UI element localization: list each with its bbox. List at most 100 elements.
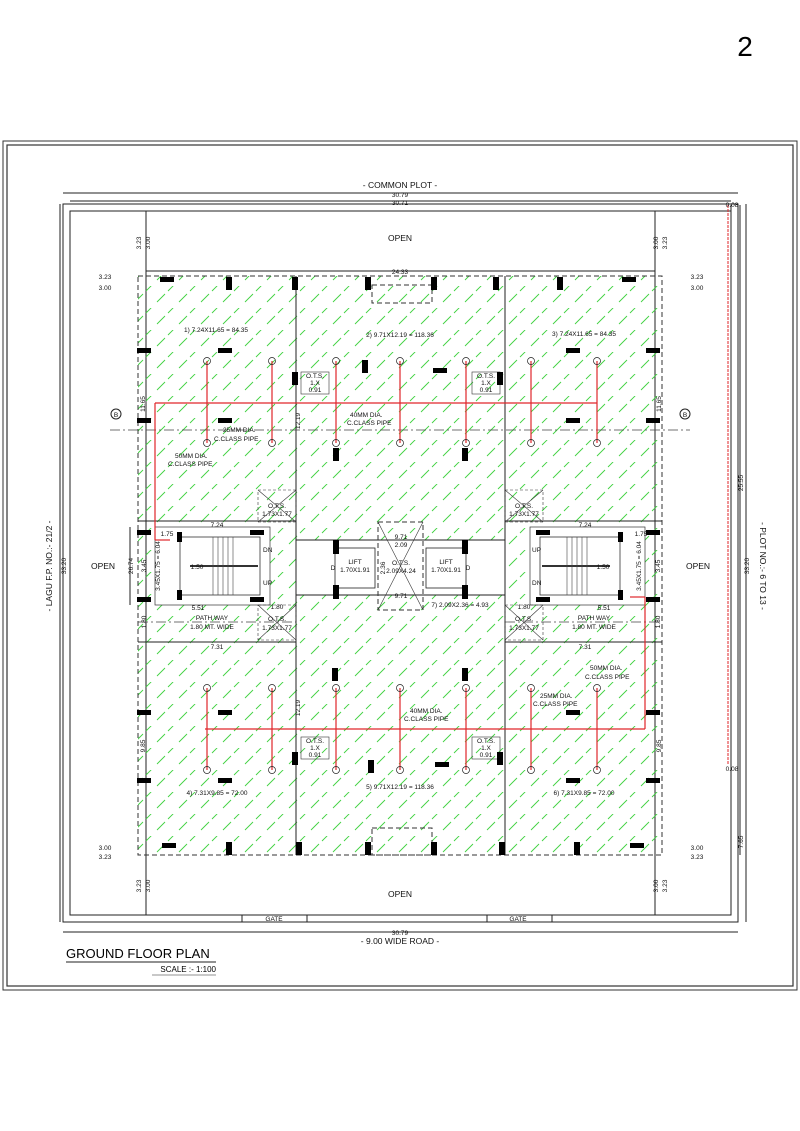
svg-text:3.00: 3.00 — [653, 236, 660, 249]
svg-text:6) 7.31X9.85 = 72.00: 6) 7.31X9.85 = 72.00 — [554, 790, 615, 797]
svg-text:30.71: 30.71 — [392, 200, 409, 207]
svg-text:11.65: 11.65 — [656, 396, 663, 412]
svg-text:1.80: 1.80 — [655, 615, 662, 628]
svg-text:DN: DN — [532, 580, 542, 587]
sheet-number: 2 — [737, 31, 753, 62]
sprinkler-head-icon — [527, 684, 535, 692]
svg-text:3.23: 3.23 — [662, 879, 669, 892]
svg-text:5) 9.71X12.19 = 118.36: 5) 9.71X12.19 = 118.36 — [366, 784, 434, 791]
svg-text:O.T.S.: O.T.S. — [477, 738, 495, 745]
sprinkler-head-icon — [332, 357, 340, 365]
grid-marker-left: B — [114, 412, 118, 419]
sprinkler-head-icon — [462, 684, 470, 692]
svg-text:O.T.S.: O.T.S. — [306, 373, 324, 380]
open-bottom-label: OPEN — [388, 889, 412, 899]
svg-text:3.00: 3.00 — [691, 845, 704, 852]
svg-text:3.45: 3.45 — [141, 559, 148, 572]
sprinkler-head-icon — [527, 766, 535, 774]
sprinkler-head-icon — [332, 684, 340, 692]
svg-text:7) 2.09X2.36 = 4.93: 7) 2.09X2.36 = 4.93 — [431, 602, 489, 609]
sprinkler-head-icon — [593, 439, 601, 447]
svg-text:3.23: 3.23 — [691, 854, 704, 861]
svg-text:3.00: 3.00 — [99, 845, 112, 852]
svg-text:2.09X4.24: 2.09X4.24 — [386, 568, 416, 575]
dimension-labels: 30.79 30.71 24.33 30.79 0.08 0.08 3.23 3… — [61, 192, 751, 937]
svg-text:3.23: 3.23 — [691, 274, 704, 281]
svg-text:DN: DN — [263, 547, 273, 554]
grid-marker-right: B — [683, 412, 687, 419]
svg-text:3.00: 3.00 — [99, 285, 112, 292]
svg-text:33.20: 33.20 — [744, 557, 751, 574]
svg-text:3.23: 3.23 — [99, 854, 112, 861]
svg-text:1.X: 1.X — [310, 380, 320, 387]
svg-text:1.80: 1.80 — [518, 604, 531, 611]
svg-text:2) 9.71X12.19 = 118.36: 2) 9.71X12.19 = 118.36 — [366, 332, 434, 339]
open-right-label: OPEN — [686, 561, 710, 571]
svg-text:1.70X1.91: 1.70X1.91 — [431, 567, 461, 574]
svg-text:C.CLASS PIPE: C.CLASS PIPE — [168, 461, 213, 468]
sprinkler-head-icon — [593, 766, 601, 774]
svg-text:33.20: 33.20 — [61, 557, 68, 574]
svg-text:C.CLASS PIPE: C.CLASS PIPE — [533, 701, 578, 708]
svg-text:4) 7.31X9.85 = 72.00: 4) 7.31X9.85 = 72.00 — [187, 790, 248, 797]
svg-text:1.X: 1.X — [481, 380, 491, 387]
svg-text:9.85: 9.85 — [656, 739, 663, 752]
east-boundary-label: - PLOT NO.:- 6 TO 13 - — [758, 522, 768, 610]
pipe-network — [154, 357, 646, 774]
svg-text:25MM DIA.: 25MM DIA. — [223, 427, 256, 434]
svg-text:O.T.S.: O.T.S. — [515, 503, 533, 510]
svg-text:C.CLASS PIPE: C.CLASS PIPE — [214, 436, 259, 443]
sprinkler-head-icon — [203, 439, 211, 447]
svg-text:1.X: 1.X — [481, 745, 491, 752]
svg-text:1.70X1.91: 1.70X1.91 — [340, 567, 370, 574]
svg-text:C.CLASS PIPE: C.CLASS PIPE — [347, 420, 392, 427]
south-boundary-label: - 9.00 WIDE ROAD - — [361, 936, 440, 946]
stair-left — [179, 536, 261, 596]
sprinkler-head-icon — [332, 766, 340, 774]
svg-text:7.24: 7.24 — [579, 522, 592, 529]
svg-text:30.79: 30.79 — [392, 930, 409, 937]
svg-text:PATH WAY: PATH WAY — [578, 615, 611, 622]
sprinkler-head-icon — [396, 684, 404, 692]
svg-text:11.65: 11.65 — [140, 396, 147, 412]
svg-text:1.X: 1.X — [310, 745, 320, 752]
svg-text:7.31: 7.31 — [579, 644, 592, 651]
lift-core — [334, 521, 467, 611]
svg-text:0.91: 0.91 — [309, 752, 322, 759]
svg-text:50MM DIA.: 50MM DIA. — [590, 665, 623, 672]
svg-text:O.T.S.: O.T.S. — [306, 738, 324, 745]
sprinkler-head-icon — [396, 439, 404, 447]
svg-text:PATH WAY: PATH WAY — [196, 615, 229, 622]
svg-text:C.CLASS PIPE: C.CLASS PIPE — [404, 716, 449, 723]
gate-left-label: GATE — [265, 916, 283, 923]
svg-text:3.00: 3.00 — [145, 236, 152, 249]
sheet-frame — [2, 140, 798, 991]
svg-text:1.80 MT. WIDE: 1.80 MT. WIDE — [572, 624, 616, 631]
svg-text:12.19: 12.19 — [295, 412, 302, 429]
sprinkler-head-icon — [332, 439, 340, 447]
svg-text:3) 7.24X11.65 = 84.35: 3) 7.24X11.65 = 84.35 — [552, 331, 616, 338]
sprinkler-head-icon — [268, 766, 276, 774]
pipe-labels: 40MM DIA.C.CLASS PIPE 25MM DIA.C.CLASS P… — [168, 412, 630, 723]
svg-text:50MM DIA.: 50MM DIA. — [175, 453, 208, 460]
svg-text:0.91: 0.91 — [480, 387, 493, 394]
svg-text:25.55: 25.55 — [738, 474, 745, 491]
svg-text:3.00: 3.00 — [145, 879, 152, 892]
svg-text:1) 7.24X11.65 = 84.35: 1) 7.24X11.65 = 84.35 — [184, 327, 248, 334]
svg-text:12.19: 12.19 — [295, 699, 302, 716]
open-left-label: OPEN — [91, 561, 115, 571]
svg-text:LIFT: LIFT — [439, 559, 452, 566]
svg-text:D: D — [331, 565, 336, 572]
drawing-title: GROUND FLOOR PLAN — [66, 946, 210, 961]
svg-text:26.74: 26.74 — [128, 557, 135, 574]
sprinkler-head-icon — [462, 766, 470, 774]
svg-text:1.80: 1.80 — [141, 615, 148, 628]
svg-text:C.CLASS PIPE: C.CLASS PIPE — [585, 674, 630, 681]
svg-text:5.51: 5.51 — [598, 605, 611, 612]
svg-text:7.24: 7.24 — [211, 522, 224, 529]
svg-text:7.65: 7.65 — [738, 835, 745, 848]
svg-text:1.73X1.77: 1.73X1.77 — [509, 625, 539, 632]
svg-text:9.71: 9.71 — [395, 534, 408, 541]
